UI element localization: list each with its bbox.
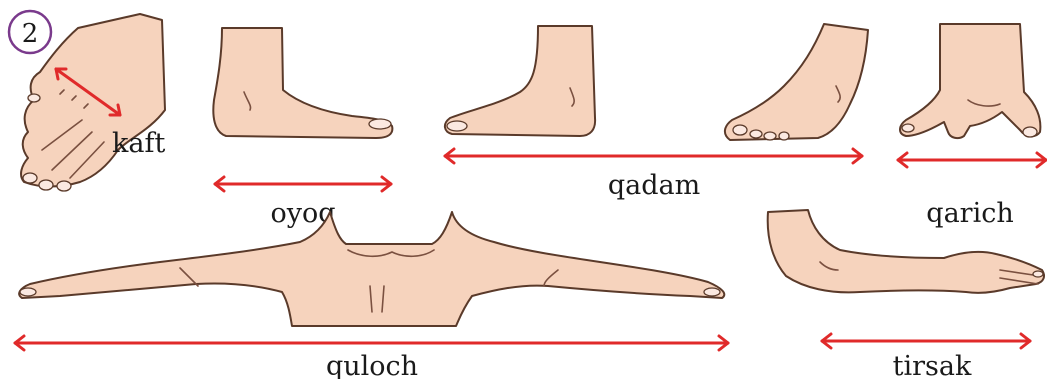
badge-number: 2 <box>22 19 39 49</box>
qadam-measure-arrow <box>445 149 862 163</box>
qarich-measure-arrow <box>898 153 1046 167</box>
quloch-measure-arrow <box>15 336 728 350</box>
foot-step-back-illustration <box>445 26 595 136</box>
tirsak-measure-arrow <box>822 334 1030 348</box>
label-tirsak: tirsak <box>893 351 972 379</box>
number-badge: 2 <box>9 11 51 53</box>
oyoq-measure-arrow <box>215 177 391 191</box>
foot-side-illustration <box>213 28 392 138</box>
label-qarich: qarich <box>926 198 1013 229</box>
label-quloch: quloch <box>326 351 418 379</box>
label-qadam: qadam <box>608 170 700 201</box>
hand-span-illustration <box>900 24 1040 138</box>
label-kaft: kaft <box>112 128 165 159</box>
arm-span-illustration <box>19 212 724 326</box>
foot-step-front-illustration <box>725 24 868 140</box>
